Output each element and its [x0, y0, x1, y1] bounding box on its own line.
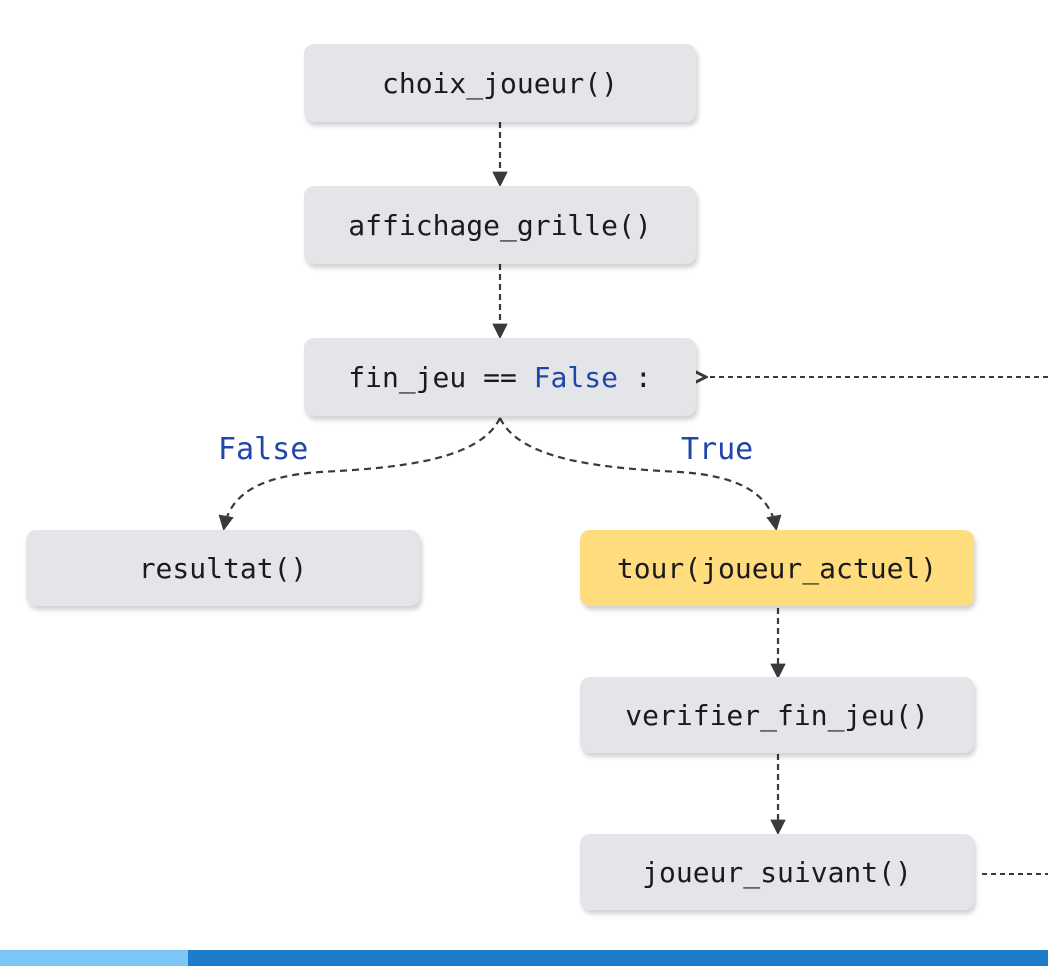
condition-keyword: False: [533, 360, 618, 394]
branch-label-true: True: [681, 432, 754, 467]
node-affichage-grille: affichage_grille(): [304, 186, 696, 264]
edge-condition-false: [218, 417, 501, 532]
node-resultat: resultat(): [26, 530, 420, 606]
node-tour-joueur-actuel: tour(joueur_actuel): [580, 530, 974, 606]
node-verifier-fin-jeu: verifier_fin_jeu(): [580, 677, 974, 753]
footer-bar-light: [0, 950, 188, 966]
node-joueur-suivant: joueur_suivant(): [580, 834, 974, 910]
edge-condition-true: [499, 417, 782, 532]
branch-label-false: False: [218, 432, 309, 467]
node-choix-joueur: choix_joueur(): [304, 44, 696, 122]
node-condition-fin-jeu: fin_jeu == False :: [304, 338, 696, 416]
condition-left-text: fin_jeu ==: [348, 360, 517, 394]
footer-bar-dark: [188, 950, 1048, 966]
condition-colon: :: [634, 360, 652, 394]
